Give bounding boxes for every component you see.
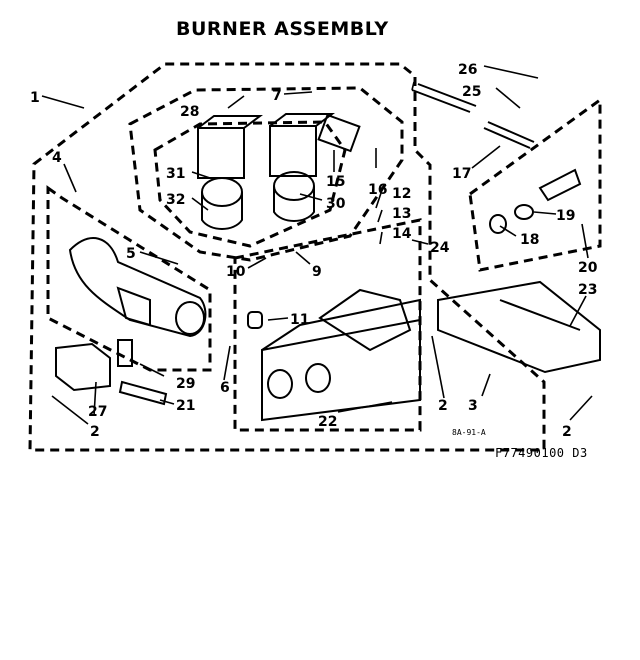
callout-18: 18	[520, 232, 539, 248]
callout-9: 9	[312, 264, 322, 280]
valve-body	[261, 298, 421, 422]
orifice-fitting-19	[514, 204, 534, 220]
callout-16: 16	[368, 182, 387, 198]
pilot-tube-upper	[411, 83, 477, 113]
valve-top-assembly	[318, 288, 412, 352]
callout-12: 12	[392, 186, 411, 202]
callout-14: 14	[392, 226, 412, 242]
valve-port-right	[305, 363, 331, 393]
burner-boundary	[46, 185, 212, 372]
valve-boundary	[233, 218, 422, 432]
coil-right-body	[273, 186, 315, 222]
callout-24: 24	[430, 240, 450, 256]
ignitor-bracket-left	[197, 115, 263, 179]
pilot-tube-lower	[483, 121, 535, 149]
burner-bracket	[116, 286, 151, 327]
mounting-bracket	[437, 280, 601, 374]
coil-left-body	[201, 192, 243, 230]
callout-17: 17	[452, 166, 471, 182]
callout-2-c: 2	[562, 424, 572, 440]
callout-19: 19	[556, 208, 575, 224]
clip-21	[118, 380, 168, 406]
callout-30: 30	[326, 196, 346, 212]
ignitor-switch	[317, 113, 361, 153]
callout-22: 22	[318, 414, 337, 430]
spacer-plate	[117, 339, 133, 367]
ignitor-mount-bracket	[55, 342, 111, 392]
callout-2-b: 2	[438, 398, 448, 414]
callout-25: 25	[462, 84, 481, 100]
callout-2-a: 2	[90, 424, 100, 440]
drawing-code: 8A-91-A	[452, 428, 486, 437]
callout-23: 23	[578, 282, 597, 298]
callout-3: 3	[468, 398, 478, 414]
outer-boundary	[28, 62, 546, 452]
burner-orifice-end	[175, 301, 205, 335]
valve-nut	[247, 311, 263, 329]
callout-10: 10	[226, 264, 246, 280]
callout-4: 4	[52, 150, 62, 166]
callout-5: 5	[126, 246, 136, 262]
callout-6: 6	[220, 380, 230, 396]
orifice-tube	[538, 168, 582, 202]
callout-27: 27	[88, 404, 107, 420]
callout-26: 26	[458, 62, 477, 78]
callout-1: 1	[30, 90, 40, 106]
valve-port-left	[267, 369, 293, 399]
orifice-boundary	[468, 97, 602, 272]
callout-13: 13	[392, 206, 411, 222]
callout-15: 15	[326, 174, 345, 190]
callout-7: 7	[272, 88, 282, 104]
callout-21: 21	[176, 398, 195, 414]
callout-20: 20	[578, 260, 598, 276]
callout-32: 32	[166, 192, 185, 208]
ignitor-inner-boundary	[153, 120, 347, 248]
ignitor-bracket-right	[269, 113, 335, 177]
callout-28: 28	[180, 104, 199, 120]
ignitor-boundary	[128, 86, 404, 262]
callout-11: 11	[290, 312, 309, 328]
mounting-bracket-rail	[499, 299, 581, 331]
coil-left	[201, 177, 243, 207]
callout-29: 29	[176, 376, 195, 392]
orifice-fitting-18	[489, 214, 507, 234]
callout-31: 31	[166, 166, 185, 182]
diagram-title: BURNER ASSEMBLY	[176, 18, 389, 40]
